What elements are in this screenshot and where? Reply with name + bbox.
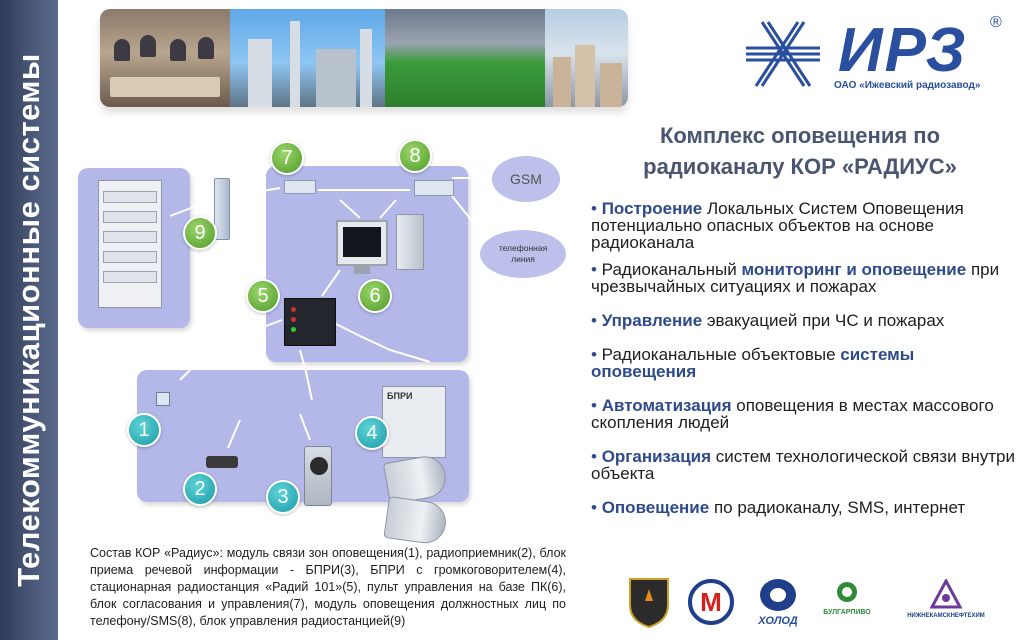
feature-text: оповещения в местах массового скопления … bbox=[591, 396, 994, 432]
feature-text: Радиоканальные объектовые bbox=[596, 345, 841, 364]
page-title: Комплекс оповещения по радиоканалу КОР «… bbox=[600, 120, 1000, 182]
bullet-dot: • bbox=[591, 345, 597, 364]
bullet-dot: • bbox=[591, 311, 597, 330]
monitor-icon bbox=[336, 220, 388, 274]
feature-list: • Построение Локальных Систем Оповещения… bbox=[591, 200, 1016, 516]
badge-7: 7 bbox=[270, 141, 304, 175]
feature-keyword: Управление bbox=[601, 311, 703, 330]
shield-icon bbox=[629, 578, 669, 629]
nizhnekamskneftekhim-logo: НИЖНЕКАМСКНЕФТЕХИМ bbox=[896, 577, 996, 629]
feature-keyword: системы оповещения bbox=[591, 345, 915, 381]
title-line-2: радиоканалу КОР «РАДИУС» bbox=[643, 154, 957, 179]
title-line-1: Комплекс оповещения по bbox=[659, 123, 941, 148]
badge-9: 9 bbox=[183, 216, 217, 250]
feature-text: эвакуацией при ЧС и пожарах bbox=[702, 311, 945, 330]
feature-item: • Построение Локальных Систем Оповещения… bbox=[591, 200, 1016, 251]
company-logo: ИРЗ ® ОАО «Ижевский радиозавод» bbox=[742, 14, 1010, 94]
badge-4: 4 bbox=[355, 416, 389, 450]
sms-module-icon bbox=[414, 180, 454, 196]
logo-subtitle: ОАО «Ижевский радиозавод» bbox=[834, 80, 981, 91]
bullet-dot: • bbox=[591, 447, 597, 466]
zone-module-icon bbox=[156, 392, 170, 406]
snow-globe-icon bbox=[760, 579, 796, 611]
feature-text: по радиоканалу, SMS, интернет bbox=[709, 498, 966, 517]
badge-3: 3 bbox=[266, 480, 300, 514]
feature-item: • Автоматизация оповещения в местах масс… bbox=[591, 397, 1016, 431]
feature-item: • Оповещение по радиоканалу, SMS, интерн… bbox=[591, 499, 1016, 516]
side-band: Телекоммуникационные системы bbox=[0, 0, 58, 640]
feature-text: при чрезвычайных ситуациях и пожарах bbox=[591, 260, 1000, 296]
badge-1: 1 bbox=[127, 413, 161, 447]
badge-8: 8 bbox=[398, 139, 432, 173]
classroom-photo bbox=[100, 9, 230, 107]
holod-logo: ХОЛОД bbox=[748, 575, 808, 631]
logo-name: ИРЗ bbox=[838, 16, 968, 85]
pc-tower-icon bbox=[396, 214, 424, 270]
feature-item: • Радиоканальный мониторинг и оповещение… bbox=[591, 261, 1016, 295]
feature-keyword: Организация bbox=[601, 447, 712, 466]
triangle-emblem-icon bbox=[929, 577, 963, 609]
badge-6: 6 bbox=[358, 279, 392, 313]
metro-logo: М bbox=[688, 579, 734, 625]
feature-text: Локальных Систем Оповещения потенциально… bbox=[591, 199, 964, 252]
badge-2: 2 bbox=[183, 472, 217, 506]
phone-line-label-2: линия bbox=[511, 254, 535, 264]
industrial-plant-photo bbox=[230, 9, 385, 107]
feature-keyword: мониторинг и оповещение bbox=[741, 260, 967, 279]
feature-item: • Радиоканальные объектовые системы опов… bbox=[591, 346, 1016, 380]
feature-text: Радиоканальный bbox=[596, 260, 742, 279]
city-buildings-photo bbox=[545, 9, 628, 107]
server-rack-icon bbox=[98, 180, 162, 308]
partner-logos: МЧС РОССИИ М ХОЛОД БУЛГАРПИВО НИЖНЕКАМСК… bbox=[588, 565, 1008, 635]
gsm-cloud: GSM bbox=[492, 156, 560, 202]
radio-station-icon bbox=[284, 298, 336, 346]
bpri-label: БПРИ bbox=[387, 391, 413, 401]
stadium-photo bbox=[385, 9, 545, 107]
composition-caption: Состав КОР «Радиус»: модуль связи зон оп… bbox=[90, 546, 566, 628]
feature-keyword: Построение bbox=[601, 199, 703, 218]
bulgarpivo-logo: БУЛГАРПИВО bbox=[814, 579, 880, 629]
bulgarpivo-emblem-icon bbox=[837, 582, 857, 602]
feature-item: • Управление эвакуацией при ЧС и пожарах bbox=[591, 312, 1016, 329]
phone-line-cloud: телефонная линия bbox=[480, 230, 566, 278]
feature-keyword: Оповещение bbox=[601, 498, 710, 517]
bullet-dot: • bbox=[591, 498, 597, 517]
badge-5: 5 bbox=[246, 279, 280, 313]
radio-receiver-icon bbox=[206, 456, 238, 468]
feature-item: • Организация систем технологической свя… bbox=[591, 448, 1016, 482]
bullet-dot: • bbox=[591, 199, 597, 218]
coordination-unit-icon bbox=[284, 180, 316, 194]
phone-line-label-1: телефонная bbox=[498, 243, 548, 253]
bullet-dot: • bbox=[591, 396, 597, 415]
feature-text: систем технологической связи внутри объе… bbox=[591, 447, 1015, 483]
photo-strip bbox=[100, 9, 628, 107]
registered-mark: ® bbox=[990, 14, 1002, 31]
bullet-dot: • bbox=[591, 260, 597, 279]
metro-icon bbox=[688, 579, 734, 625]
diagram-connections bbox=[169, 177, 492, 449]
radio-control-unit-icon bbox=[214, 178, 230, 240]
star-logo-icon bbox=[746, 21, 820, 87]
speech-receiver-icon bbox=[304, 446, 332, 506]
bpri-speaker-unit-icon: БПРИ bbox=[382, 386, 446, 458]
emergency-ministry-logo: МЧС РОССИИ bbox=[626, 573, 672, 629]
feature-keyword: Автоматизация bbox=[601, 396, 732, 415]
